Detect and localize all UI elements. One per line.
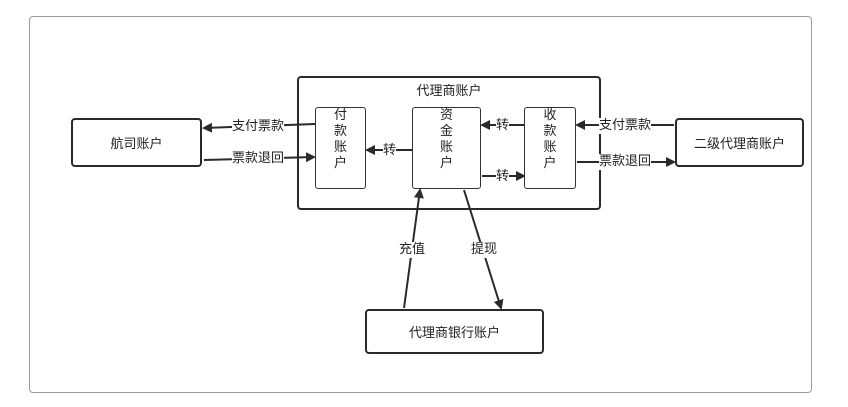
pay-account-char: 付 <box>333 108 347 123</box>
receive-account-char: 款 <box>543 124 557 139</box>
fund-account-char: 金 <box>439 124 453 139</box>
refund-left-label: 票款退回 <box>232 151 285 167</box>
canvas-frame <box>29 16 812 393</box>
transfer-fund-to-pay-label: 转 <box>383 143 397 159</box>
refund-right-label: 票款退回 <box>599 154 652 170</box>
pay-account-node: 付 款 账 户 <box>315 107 366 189</box>
fund-account-node: 资 金 账 户 <box>412 107 481 189</box>
fund-account-char: 户 <box>439 156 453 171</box>
fund-account-char: 资 <box>439 108 453 123</box>
pay-account-char: 款 <box>333 124 347 139</box>
agent-bank-account-node: 代理商银行账户 <box>365 309 544 354</box>
transfer-fund-to-recv-label: 转 <box>496 169 510 185</box>
recharge-label: 充值 <box>399 242 426 258</box>
transfer-recv-to-fund-label: 转 <box>496 118 510 134</box>
sub-agent-account-node: 二级代理商账户 <box>675 118 804 167</box>
pay-account-char: 账 <box>333 140 347 155</box>
pay-account-char: 户 <box>333 156 347 171</box>
receive-account-char: 账 <box>543 140 557 155</box>
airline-account-label: 航司账户 <box>110 137 163 152</box>
withdraw-label: 提现 <box>471 242 498 258</box>
pay-ticket-left-label: 支付票款 <box>232 119 285 135</box>
receive-account-node: 收 款 账 户 <box>524 107 576 189</box>
agent-account-container: 代理商账户 <box>297 76 601 210</box>
agent-bank-account-label: 代理商银行账户 <box>408 326 500 341</box>
fund-account-char: 账 <box>439 140 453 155</box>
pay-ticket-right-label: 支付票款 <box>599 118 652 134</box>
airline-account-node: 航司账户 <box>71 118 202 167</box>
agent-account-title: 代理商账户 <box>416 84 482 99</box>
receive-account-char: 收 <box>543 108 557 123</box>
receive-account-char: 户 <box>543 156 557 171</box>
sub-agent-account-label: 二级代理商账户 <box>693 137 785 152</box>
